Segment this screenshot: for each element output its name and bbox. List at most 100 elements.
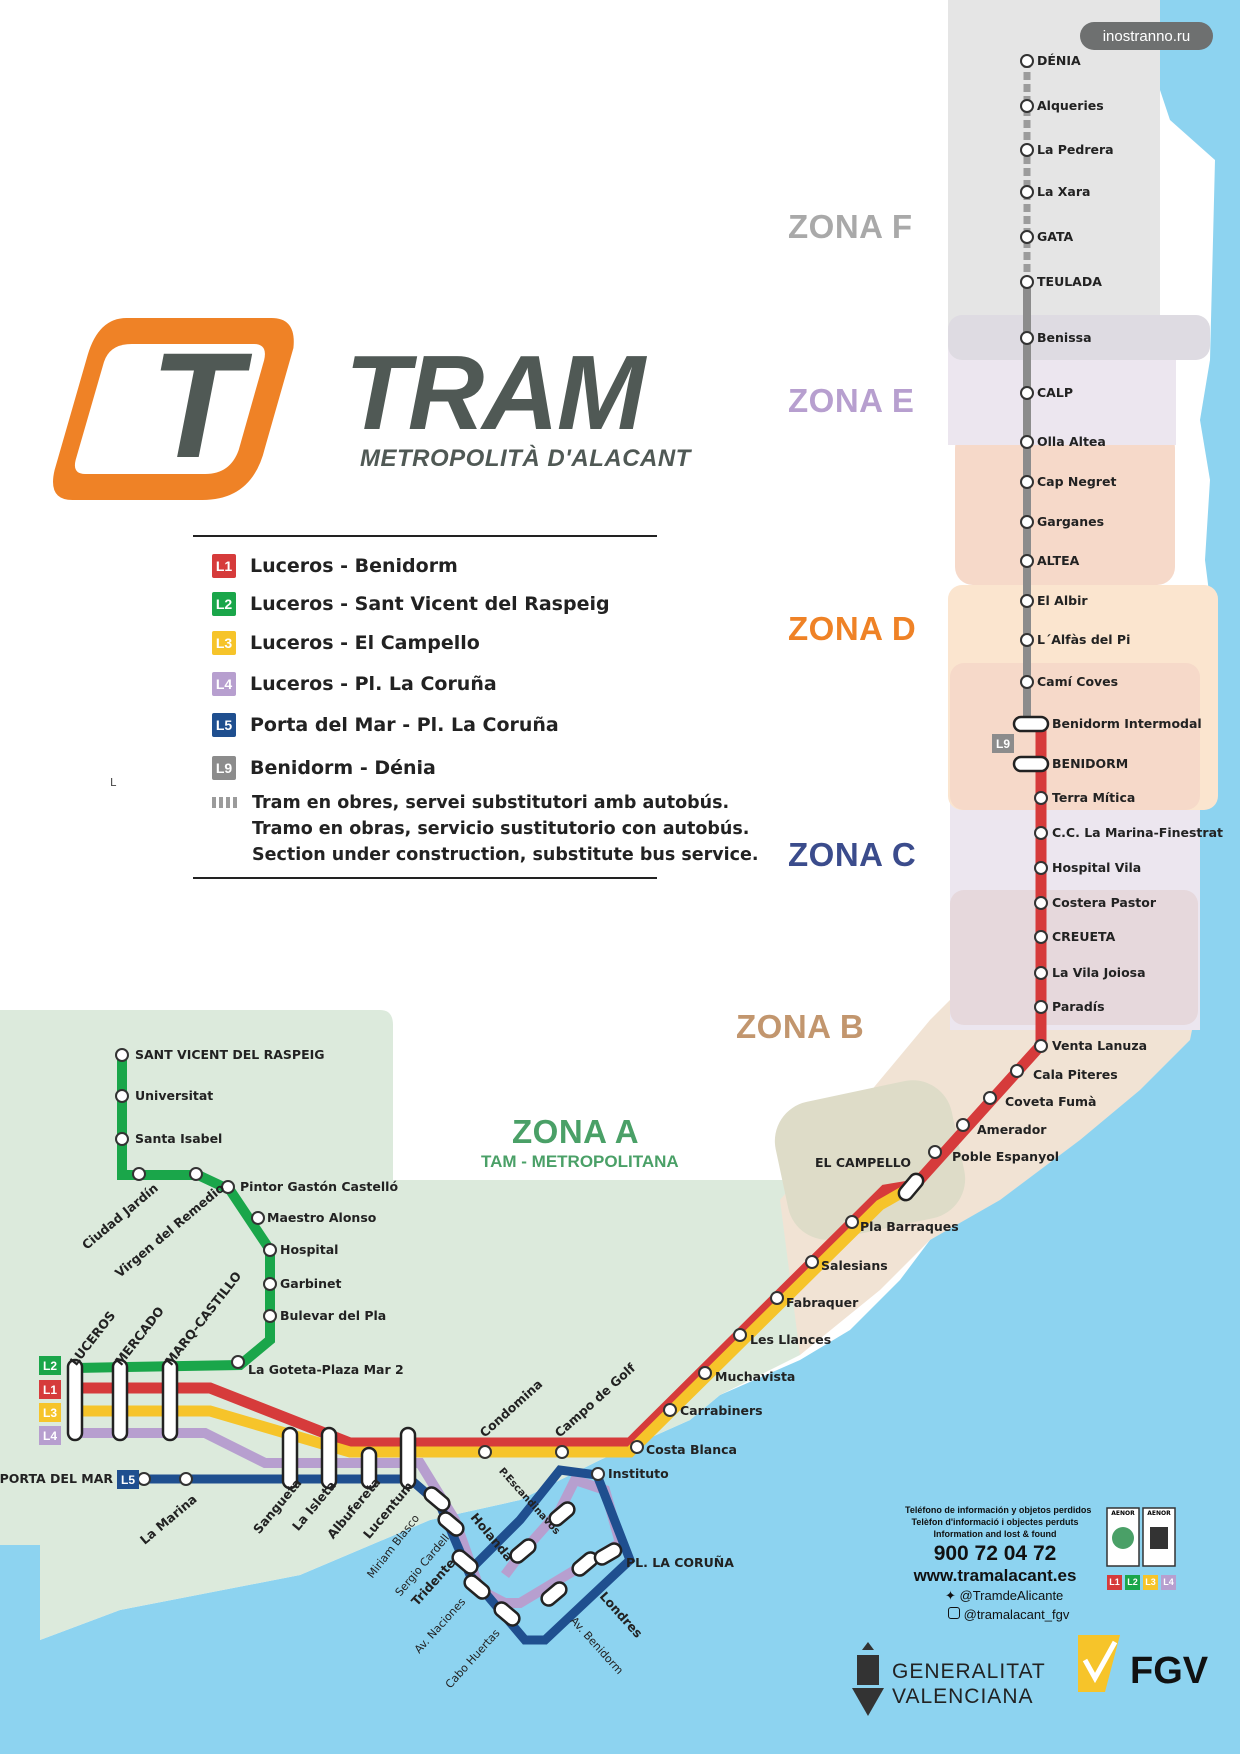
- station-label: Poble Espanyol: [952, 1149, 1060, 1164]
- station-label: C.C. La Marina-Finestrat: [1052, 825, 1223, 840]
- zone-a-sublabel: TAM - METROPOLITANA: [481, 1152, 679, 1171]
- station-label: Cala Piteres: [1033, 1067, 1118, 1082]
- instagram-handle: @tramalacant_fgv: [963, 1607, 1070, 1622]
- mini-badge-l4: L4: [1161, 1575, 1176, 1590]
- contact-info-en: Information and lost & found: [933, 1529, 1057, 1539]
- legend-row-l1: L1 Luceros - Benidorm: [212, 553, 458, 579]
- tram-logo-letter: T: [150, 321, 242, 489]
- station-label: Paradís: [1052, 999, 1105, 1014]
- line-badge-l4-map: L4: [39, 1426, 61, 1445]
- station-label: DÉNIA: [1037, 53, 1081, 68]
- zone-bc-overlap: [950, 890, 1198, 1025]
- contact-twitter[interactable]: ✦ @TramdeAlicante: [945, 1588, 1063, 1604]
- mini-badge-l1: L1: [1107, 1575, 1122, 1590]
- station-label: Bulevar del Pla: [280, 1308, 387, 1323]
- stray-mark: L: [110, 776, 117, 789]
- legend-label: Luceros - Benidorm: [250, 555, 458, 577]
- contact-phone[interactable]: 900 72 04 72: [933, 1542, 1057, 1565]
- contact-info-ca: Telèfon d'informació i objectes perduts: [911, 1517, 1079, 1527]
- station-label: Garganes: [1037, 514, 1105, 529]
- mini-badge-l2: L2: [1125, 1575, 1140, 1590]
- station-label: Muchavista: [715, 1369, 796, 1384]
- aenor-label-2: AENOR: [1147, 1510, 1171, 1517]
- station-label: El Albir: [1037, 593, 1088, 608]
- station-label: Camí Coves: [1037, 674, 1119, 689]
- legend-label: Luceros - Sant Vicent del Raspeig: [250, 593, 610, 615]
- zone-a-label: ZONA A: [512, 1113, 640, 1150]
- station-label: Instituto: [608, 1466, 669, 1481]
- station-label: Pla Barraques: [860, 1219, 959, 1234]
- station-label: Hospital Vila: [1052, 860, 1142, 875]
- zone-c-label: ZONA C: [788, 836, 917, 873]
- station-label: Terra Mítica: [1052, 790, 1136, 805]
- generalitat-crest-icon: [852, 1642, 884, 1716]
- construction-note-ca: Tram en obres, servei substitutori amb a…: [252, 793, 730, 813]
- twitter-icon: ✦: [945, 1588, 956, 1603]
- station-label: GATA: [1037, 229, 1074, 244]
- contact-instagram[interactable]: @tramalacant_fgv: [948, 1607, 1069, 1622]
- tram-wordmark: TRAM: [345, 334, 645, 452]
- station-label: TEULADA: [1037, 274, 1102, 289]
- line-badge-l5-map: L5: [117, 1470, 139, 1489]
- station-label: La Xara: [1037, 184, 1091, 199]
- station-label: EL CAMPELLO: [815, 1155, 911, 1170]
- tram-logo-mark: [53, 318, 294, 500]
- aenor-label-1: AENOR: [1111, 1510, 1135, 1517]
- construction-note-es: Tramo en obras, servicio sustitutorio co…: [252, 819, 750, 839]
- transfer-capsules: [66, 715, 1050, 1627]
- legend-row-l2: L2 Luceros - Sant Vicent del Raspeig: [212, 591, 610, 617]
- zone-b-label: ZONA B: [736, 1008, 865, 1045]
- line-badge-l9-map: L9: [992, 734, 1014, 753]
- zone-d-upper: [955, 430, 1175, 585]
- tram-subtitle: METROPOLITÀ D'ALACANT: [360, 445, 691, 472]
- line-badge-l1: L1: [212, 554, 236, 578]
- line-badge-l3-map: L3: [39, 1403, 61, 1422]
- station-label: CALP: [1037, 385, 1073, 400]
- station-label: La Pedrera: [1037, 142, 1114, 157]
- zone-b-area: [780, 990, 1200, 1355]
- station-label: La Vila Joiosa: [1052, 965, 1146, 980]
- station-label: BENIDORM: [1052, 756, 1129, 771]
- station-label: Benidorm Intermodal: [1052, 716, 1202, 731]
- line-badge-l5: L5: [212, 713, 236, 737]
- generalitat-line2: VALENCIANA: [892, 1685, 1034, 1708]
- contact-info-es: Teléfono de información y objetos perdid…: [905, 1505, 1092, 1515]
- station-label: Venta Lanuza: [1052, 1038, 1148, 1053]
- line-badge-l2-map: L2: [39, 1356, 61, 1375]
- line-badge-l2: L2: [212, 592, 236, 616]
- construction-note-en: Section under construction, substitute b…: [252, 845, 759, 865]
- station-label: Garbinet: [280, 1276, 342, 1291]
- line-badge-l3: L3: [212, 631, 236, 655]
- station-label: PORTA DEL MAR: [0, 1471, 113, 1486]
- station-label: Les Llances: [750, 1332, 832, 1347]
- zone-e-label: ZONA E: [788, 382, 915, 419]
- station-label: Maestro Alonso: [267, 1210, 377, 1225]
- station-label: Olla Altea: [1037, 434, 1106, 449]
- station-label: Carrabiners: [680, 1403, 763, 1418]
- line-badge-l1-map: L1: [39, 1380, 61, 1399]
- station-label: Benissa: [1037, 330, 1092, 345]
- station-label: Hospital: [280, 1242, 339, 1257]
- twitter-handle: @TramdeAlicante: [959, 1588, 1064, 1603]
- fgv-wordmark: FGV: [1130, 1650, 1209, 1692]
- station-markers: [115, 54, 1048, 1486]
- line-badge-l4: L4: [212, 672, 236, 696]
- legend-label: Porta del Mar - Pl. La Coruña: [250, 714, 559, 736]
- station-label: Cap Negret: [1037, 474, 1117, 489]
- zone-ef-overlap: [948, 315, 1210, 360]
- station-label: Costera Pastor: [1052, 895, 1157, 910]
- station-label: Costa Blanca: [646, 1442, 737, 1457]
- contact-website-link[interactable]: www.tramalacant.es: [913, 1566, 1077, 1585]
- watermark: inostranno.ru: [1080, 22, 1213, 50]
- station-label: Pintor Gastón Castelló: [240, 1179, 399, 1194]
- station-label: Coveta Fumà: [1005, 1094, 1097, 1109]
- zone-f-label: ZONA F: [788, 208, 913, 245]
- station-label: CREUETA: [1052, 929, 1116, 944]
- mini-badge-l3: L3: [1143, 1575, 1158, 1590]
- legend-row-l5: L5 Porta del Mar - Pl. La Coruña: [212, 712, 559, 738]
- zone-cd-overlap: [950, 663, 1200, 810]
- zone-d-label: ZONA D: [788, 610, 917, 647]
